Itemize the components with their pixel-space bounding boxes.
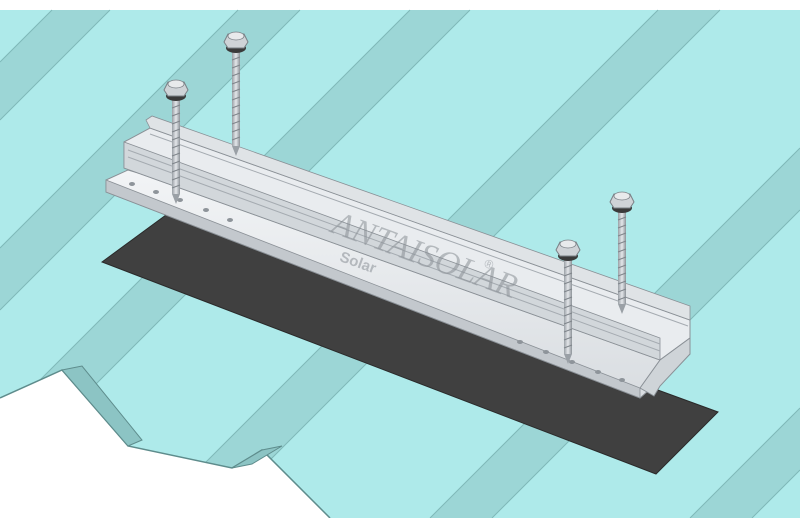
mounting-rail [105, 115, 691, 399]
screw-3 [555, 239, 581, 364]
screw-1 [223, 31, 249, 156]
rubber-pad [100, 211, 719, 475]
screw-4 [609, 191, 635, 314]
screw-2 [163, 79, 189, 204]
